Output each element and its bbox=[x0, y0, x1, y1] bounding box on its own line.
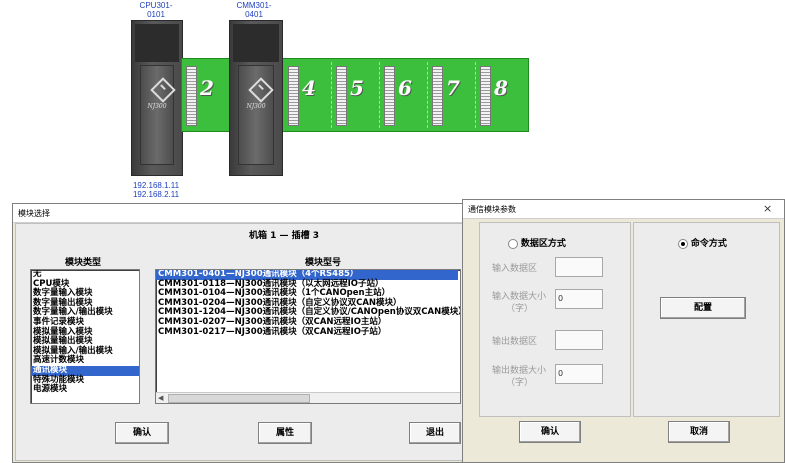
comm-params-title: 通信模块参数 bbox=[468, 205, 516, 214]
rack-slot-2[interactable]: 2 bbox=[182, 62, 230, 128]
slot-number: 2 bbox=[200, 76, 214, 100]
comm-params-dialog: 通信模块参数 × 数据区方式 输入数据区 输入数据大小 （字） 0 输出数据区 … bbox=[462, 199, 785, 463]
slot-connector bbox=[186, 66, 197, 126]
module-type-list[interactable]: 无 CPU模块 数字量输入模块 数字量输出模块 数字量输入/输出模块 事件记录模… bbox=[30, 269, 140, 404]
list-item[interactable]: CMM301-0104—NJ300通讯模块（1个CANOpen主站） bbox=[158, 288, 391, 299]
input-size-label-line1: 输入数据大小 bbox=[492, 292, 547, 302]
data-area-group: 数据区方式 输入数据区 输入数据大小 （字） 0 输出数据区 输出数据大小 （字… bbox=[479, 222, 631, 417]
rack-slot-6[interactable]: 6 bbox=[380, 62, 428, 128]
input-size-field: 0 bbox=[555, 289, 603, 309]
list-item[interactable]: 数字量输入模块 bbox=[33, 288, 93, 299]
module-model-list[interactable]: CMM301-0401—NJ300通讯模块（4个RS485） CMM301-01… bbox=[155, 269, 461, 404]
cpu-module-label: CPU301- 0101 bbox=[128, 1, 184, 19]
module-model-header: 模块型号 bbox=[305, 258, 342, 268]
ok-button[interactable]: 确认 bbox=[115, 422, 169, 444]
command-mode-label: 命令方式 bbox=[690, 239, 727, 249]
ip-address-list: 192.168.1.11 192.168.2.11 bbox=[128, 181, 184, 199]
command-group: 命令方式 配置 bbox=[633, 222, 780, 417]
slot-number: 8 bbox=[494, 76, 508, 100]
list-item[interactable]: 数字量输出模块 bbox=[33, 297, 93, 308]
input-size-label-line2: （字） bbox=[506, 304, 534, 314]
output-size-field: 0 bbox=[555, 364, 603, 384]
list-item[interactable]: CMM301-0204—NJ300通讯模块（自定义协议双CAN模块） bbox=[158, 297, 402, 308]
list-item[interactable]: CPU模块 bbox=[33, 278, 70, 289]
list-item[interactable]: 高速计数模块 bbox=[33, 355, 85, 366]
module-type-header: 模块类型 bbox=[65, 258, 102, 268]
list-item[interactable]: CMM301-1204—NJ300通讯模块（自定义协议/CANOpen协议双CA… bbox=[158, 307, 461, 318]
radio-icon bbox=[508, 238, 518, 249]
cpu-module-label-line2: 0101 bbox=[147, 10, 165, 19]
cpu-module-label-line1: CPU301- bbox=[139, 1, 173, 10]
data-area-mode-label: 数据区方式 bbox=[520, 239, 566, 249]
list-item[interactable]: 模拟量输入模块 bbox=[33, 326, 93, 337]
module-select-title: 模块选择 bbox=[18, 209, 50, 218]
list-item[interactable]: 电源模块 bbox=[33, 384, 68, 395]
slot-number: 5 bbox=[350, 76, 364, 100]
data-area-mode-radio[interactable]: 数据区方式 bbox=[508, 236, 566, 249]
ip-address: 192.168.1.11 bbox=[132, 181, 180, 190]
properties-button[interactable]: 属性 bbox=[258, 422, 312, 444]
comm-module-label-line2: 0401 bbox=[245, 10, 263, 19]
output-area-field bbox=[555, 330, 603, 350]
output-size-label-line2: （字） bbox=[506, 378, 534, 388]
comm-module-label: CMM301- 0401 bbox=[226, 1, 282, 19]
list-item-selected[interactable]: 通讯模块 bbox=[31, 365, 139, 376]
ip-address: 192.168.2.11 bbox=[132, 190, 180, 199]
list-item[interactable]: 模拟量输出模块 bbox=[33, 336, 93, 347]
list-item[interactable]: 事件记录模块 bbox=[33, 316, 85, 327]
list-item[interactable]: CMM301-0118—NJ300通讯模块（以太网远程IO子站） bbox=[158, 278, 384, 289]
list-item[interactable]: 特殊功能模块 bbox=[33, 374, 85, 385]
command-mode-radio[interactable]: 命令方式 bbox=[678, 236, 727, 249]
input-size-label: 输入数据大小 （字） bbox=[492, 291, 546, 315]
rack-slot-4[interactable]: 4 bbox=[284, 62, 332, 128]
comm-module-label-line1: CMM301- bbox=[236, 1, 272, 10]
slot-number: 4 bbox=[302, 76, 316, 100]
cpu-module-brand: NJ300 bbox=[147, 103, 167, 110]
comm-module[interactable]: NJ300 bbox=[229, 20, 283, 176]
list-item[interactable]: CMM301-0217—NJ300通讯模块（双CAN远程IO子站） bbox=[158, 326, 387, 337]
scroll-left-icon[interactable]: ◀ bbox=[158, 394, 164, 402]
configure-button[interactable]: 配置 bbox=[660, 297, 746, 319]
input-area-field bbox=[555, 257, 603, 277]
output-area-label: 输出数据区 bbox=[492, 337, 538, 347]
output-size-label-line1: 输出数据大小 bbox=[492, 366, 547, 376]
cpu-module[interactable]: NJ300 bbox=[131, 20, 183, 176]
slot-connector bbox=[288, 66, 299, 126]
slot-number: 7 bbox=[446, 76, 460, 100]
comm-module-brand: NJ300 bbox=[246, 103, 266, 110]
output-size-label: 输出数据大小 （字） bbox=[492, 365, 546, 389]
comm-ok-button[interactable]: 确认 bbox=[519, 421, 581, 443]
exit-button[interactable]: 退出 bbox=[409, 422, 461, 444]
list-item[interactable]: 无 bbox=[33, 269, 42, 279]
input-area-label: 输入数据区 bbox=[492, 264, 538, 274]
scrollbar-thumb[interactable] bbox=[168, 394, 310, 403]
slot-number: 6 bbox=[398, 76, 412, 100]
slot-connector bbox=[480, 66, 491, 126]
horizontal-scrollbar[interactable]: ◀ bbox=[156, 392, 460, 403]
list-item-selected[interactable]: CMM301-0401—NJ300通讯模块（4个RS485） bbox=[156, 270, 458, 280]
rack-slot-5[interactable]: 5 bbox=[332, 62, 380, 128]
comm-cancel-button[interactable]: 取消 bbox=[668, 421, 730, 443]
module-select-titlebar[interactable]: 模块选择 bbox=[13, 204, 463, 223]
rack-slot-7[interactable]: 7 bbox=[428, 62, 476, 128]
slot-heading: 机箱 1 — 插槽 3 bbox=[249, 231, 320, 241]
slot-connector bbox=[432, 66, 443, 126]
list-item[interactable]: CMM301-0207—NJ300通讯模块（双CAN远程IO主站） bbox=[158, 316, 387, 327]
comm-params-titlebar[interactable]: 通信模块参数 × bbox=[463, 200, 784, 219]
list-item[interactable]: 模拟量输入/输出模块 bbox=[33, 345, 113, 356]
module-select-dialog: 模块选择 机箱 1 — 插槽 3 模块类型 模块型号 无 CPU模块 数字量输入… bbox=[12, 203, 464, 463]
slot-connector bbox=[336, 66, 347, 126]
rack-slot-8[interactable]: 8 bbox=[476, 62, 524, 128]
radio-selected-icon bbox=[678, 238, 688, 249]
slot-connector bbox=[384, 66, 395, 126]
list-item[interactable]: 数字量输入/输出模块 bbox=[33, 307, 113, 318]
close-icon[interactable]: × bbox=[763, 202, 773, 215]
